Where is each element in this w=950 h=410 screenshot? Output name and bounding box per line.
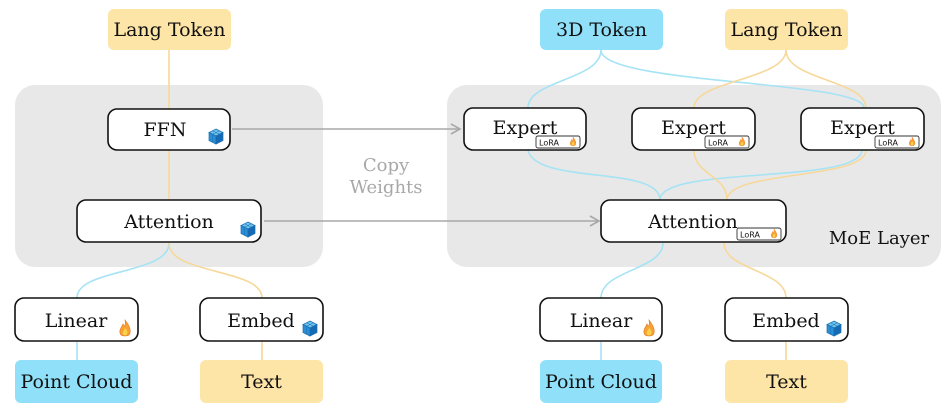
blue-cube-icon	[302, 320, 318, 337]
wire-r-linear-to-attention	[600, 242, 664, 299]
copy-weights-line1: Copy	[363, 155, 410, 176]
right-linear-label: Linear	[570, 310, 634, 332]
left-text	[200, 360, 323, 403]
blue-cube-icon	[826, 320, 842, 337]
wire-r-expert1-to-3dtoken	[527, 49, 602, 109]
right-3d-token-label: 3D Token	[556, 19, 647, 41]
left-text-label: Text	[241, 371, 282, 393]
right-attention-label: Attention	[647, 211, 738, 233]
copy-weights-line2: Weights	[349, 177, 422, 198]
svg-text:LoRA: LoRA	[740, 231, 760, 240]
right-text-label: Text	[766, 371, 807, 393]
left-linear-label: Linear	[45, 310, 109, 332]
svg-text:LoRA: LoRA	[878, 139, 898, 148]
wire-r-expert3-to-langtoken	[785, 49, 867, 109]
left-point-cloud-label: Point Cloud	[21, 371, 133, 393]
wire-r-attn-to-expert2	[693, 149, 728, 201]
left-linear-box	[14, 297, 139, 342]
moe-layer-label: MoE Layer	[829, 228, 930, 249]
left-embed-box	[199, 297, 324, 342]
lora-badge: LoRA	[535, 135, 581, 149]
left-embed-label: Embed	[227, 310, 294, 332]
right-lang-token-label: Lang Token	[730, 19, 842, 41]
left-ffn-box	[107, 108, 231, 151]
lora-badge: LoRA	[736, 227, 782, 241]
expert-label-1: Expert	[493, 117, 558, 139]
right-embed-label: Embed	[752, 310, 819, 332]
wire-r-attn-to-expert3	[659, 149, 863, 201]
wire-attention-to-linear	[76, 242, 170, 299]
svg-text:LoRA: LoRA	[539, 139, 559, 148]
right-text	[725, 360, 848, 403]
wire-r-attn-to-expert3-o	[726, 149, 867, 201]
wire-r-embed-to-attention	[723, 242, 787, 299]
lora-badge: LoRA	[704, 135, 750, 149]
lora-badge: LoRA	[874, 135, 920, 149]
right-lang-token	[725, 9, 848, 50]
expert-label-3: Expert	[830, 117, 895, 139]
blue-cube-icon	[240, 221, 256, 238]
left-ffn-label: FFN	[144, 119, 187, 141]
wire-r-expert2-to-langtoken	[693, 49, 787, 109]
left-lang-token	[108, 9, 231, 50]
wire-r-attn-to-expert1	[527, 149, 661, 201]
right-point-cloud	[540, 360, 662, 403]
right-3d-token	[540, 9, 663, 50]
left-attention-box	[76, 199, 262, 243]
left-lang-token-label: Lang Token	[113, 19, 225, 41]
blue-cube-icon	[208, 128, 224, 145]
right-point-cloud-label: Point Cloud	[545, 371, 657, 393]
right-embed-box	[724, 297, 849, 342]
left-point-cloud	[15, 360, 138, 403]
right-linear-box	[539, 297, 663, 342]
wire-attention-to-embed	[168, 242, 263, 299]
svg-text:LoRA: LoRA	[708, 139, 728, 148]
left-attention-label: Attention	[123, 211, 214, 233]
expert-label-2: Expert	[661, 117, 726, 139]
